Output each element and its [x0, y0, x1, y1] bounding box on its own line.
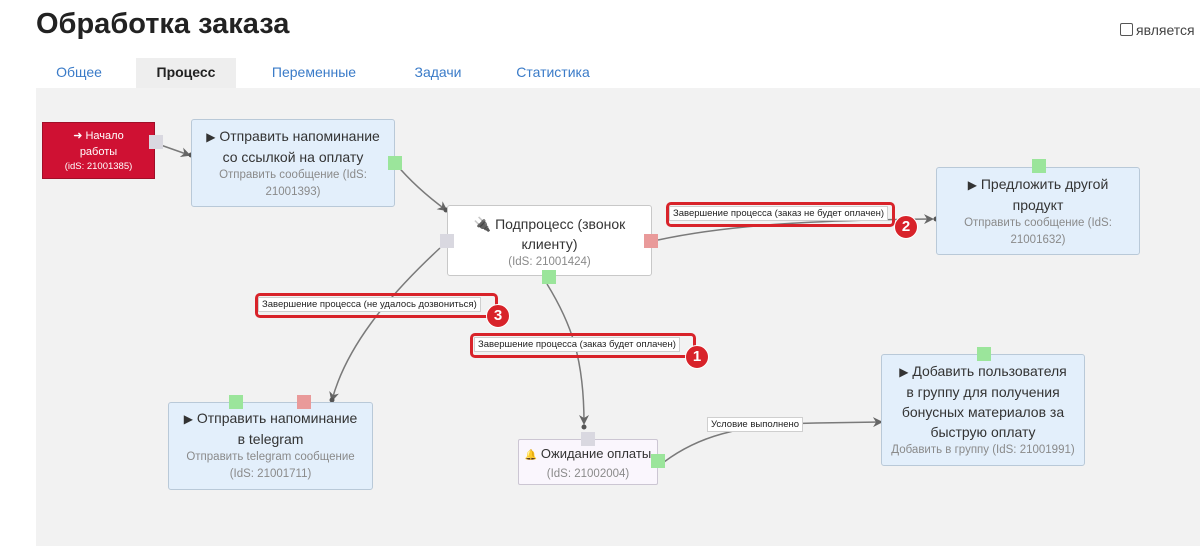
edge-subprocess-telegram [329, 247, 441, 402]
node-sub-2: (IdS: 21001711) [229, 468, 312, 480]
node-title-1: Отправить напоминание [219, 128, 380, 144]
node-offer-product[interactable]: ▶ Предложить другой продукт Отправить со… [936, 167, 1140, 255]
annotation-badge-3: 3 [486, 304, 510, 328]
telegram-success-port[interactable] [229, 395, 243, 409]
annotation-badge-1: 1 [685, 345, 709, 369]
node-title-2: в группу для получения [906, 384, 1060, 400]
plug-icon: 🔌 [473, 216, 492, 232]
start-node-title-1: Начало [85, 130, 124, 142]
annotation-badge-2: 2 [894, 215, 918, 239]
checkbox-label: является [1136, 22, 1195, 38]
node-title-4: быструю оплату [930, 424, 1036, 440]
highlight-frame [470, 333, 696, 358]
subprocess-fail-port[interactable] [440, 234, 454, 248]
start-node-title-2: работы [79, 146, 118, 158]
tab-bar: Общее Процесс Переменные Задачи Статисти… [36, 58, 1200, 88]
node-sub-1: Отправить сообщение (IdS: [219, 169, 367, 181]
node-sub-1: (IdS: 21001424) [508, 256, 591, 268]
node-telegram-reminder[interactable]: ▶ Отправить напоминание в telegram Отпра… [168, 402, 373, 490]
node-title-1: Предложить другой [980, 176, 1109, 192]
tab-variables[interactable]: Переменные [271, 64, 357, 80]
node-sub-1: (IdS: 21002004) [546, 468, 630, 480]
page-title: Обработка заказа [36, 8, 290, 40]
tab-general[interactable]: Общее [56, 64, 102, 80]
offer-output-port[interactable] [1032, 159, 1046, 173]
node-sub-1: Добавить в группу (IdS: 21001991) [891, 444, 1075, 456]
node-subprocess-call[interactable]: 🔌 Подпроцесс (звонок клиенту) (IdS: 2100… [447, 205, 652, 276]
node-title-1: Отправить напоминание [196, 410, 358, 426]
start-node[interactable]: ➜ Начало работы (idS: 21001385) [42, 122, 155, 179]
node-title-1: Подпроцесс (звонок [495, 216, 626, 232]
edge-label-no-call[interactable]: Завершение процесса (не удалось дозвонит… [258, 297, 481, 312]
node-title-1: Добавить пользователя [912, 363, 1067, 379]
bell-icon: 🔔 [524, 450, 538, 461]
play-icon: ▶ [899, 365, 909, 379]
node-title-3: бонусных материалов за [901, 404, 1065, 420]
process-canvas[interactable]: ➜ Начало работы (idS: 21001385) ▶ Отправ… [36, 88, 1200, 546]
checkbox-icon[interactable] [1120, 23, 1133, 36]
node-sub-1: Отправить telegram сообщение [186, 451, 355, 463]
node-title-2: в telegram [237, 431, 304, 447]
bonus-output-port[interactable] [977, 347, 991, 361]
reminder-output-port[interactable] [388, 156, 402, 170]
start-node-id: (idS: 21001385) [64, 161, 133, 172]
play-icon: ▶ [183, 412, 193, 426]
node-sub-2: 21001632) [1010, 234, 1066, 246]
node-send-reminder[interactable]: ▶ Отправить напоминание со ссылкой на оп… [191, 119, 395, 207]
node-add-bonus-group[interactable]: ▶ Добавить пользователя в группу для пол… [881, 354, 1085, 466]
node-title-1: Ожидание оплаты [540, 446, 652, 461]
node-sub-1: Отправить сообщение (IdS: [964, 217, 1112, 229]
waiting-output-port[interactable] [651, 454, 665, 468]
telegram-fail-port[interactable] [297, 395, 311, 409]
is-flag-checkbox[interactable]: является [1120, 22, 1195, 38]
play-icon: ▶ [206, 130, 216, 144]
play-icon: ▶ [967, 178, 977, 192]
node-title-2: продукт [1012, 197, 1064, 213]
node-waiting-payment[interactable]: 🔔 Ожидание оплаты (IdS: 21002004) [518, 439, 658, 485]
tab-statistics[interactable]: Статистика [516, 64, 590, 80]
edge-waiting-bonus [663, 417, 883, 463]
highlight-frame [666, 202, 895, 227]
waiting-input-port[interactable] [581, 432, 595, 446]
edge-reminder-subprocess [394, 162, 448, 212]
sign-in-icon: ➜ [73, 130, 83, 142]
tab-tasks[interactable]: Задачи [414, 64, 462, 80]
edge-label-paid[interactable]: Завершение процесса (заказ будет оплачен… [474, 337, 680, 352]
start-output-port[interactable] [149, 135, 163, 149]
edge-label-not-paid[interactable]: Завершение процесса (заказ не будет опла… [669, 206, 889, 221]
highlight-frame [255, 293, 498, 318]
subprocess-paid-port[interactable] [542, 270, 556, 284]
edge-label-condition[interactable]: Условие выполнено [707, 417, 804, 432]
node-sub-2: 21001393) [265, 186, 321, 198]
node-title-2: клиенту) [521, 236, 578, 252]
tab-process[interactable]: Процесс [136, 58, 236, 88]
node-title-2: со ссылкой на оплату [222, 149, 364, 165]
subprocess-notpaid-port[interactable] [644, 234, 658, 248]
